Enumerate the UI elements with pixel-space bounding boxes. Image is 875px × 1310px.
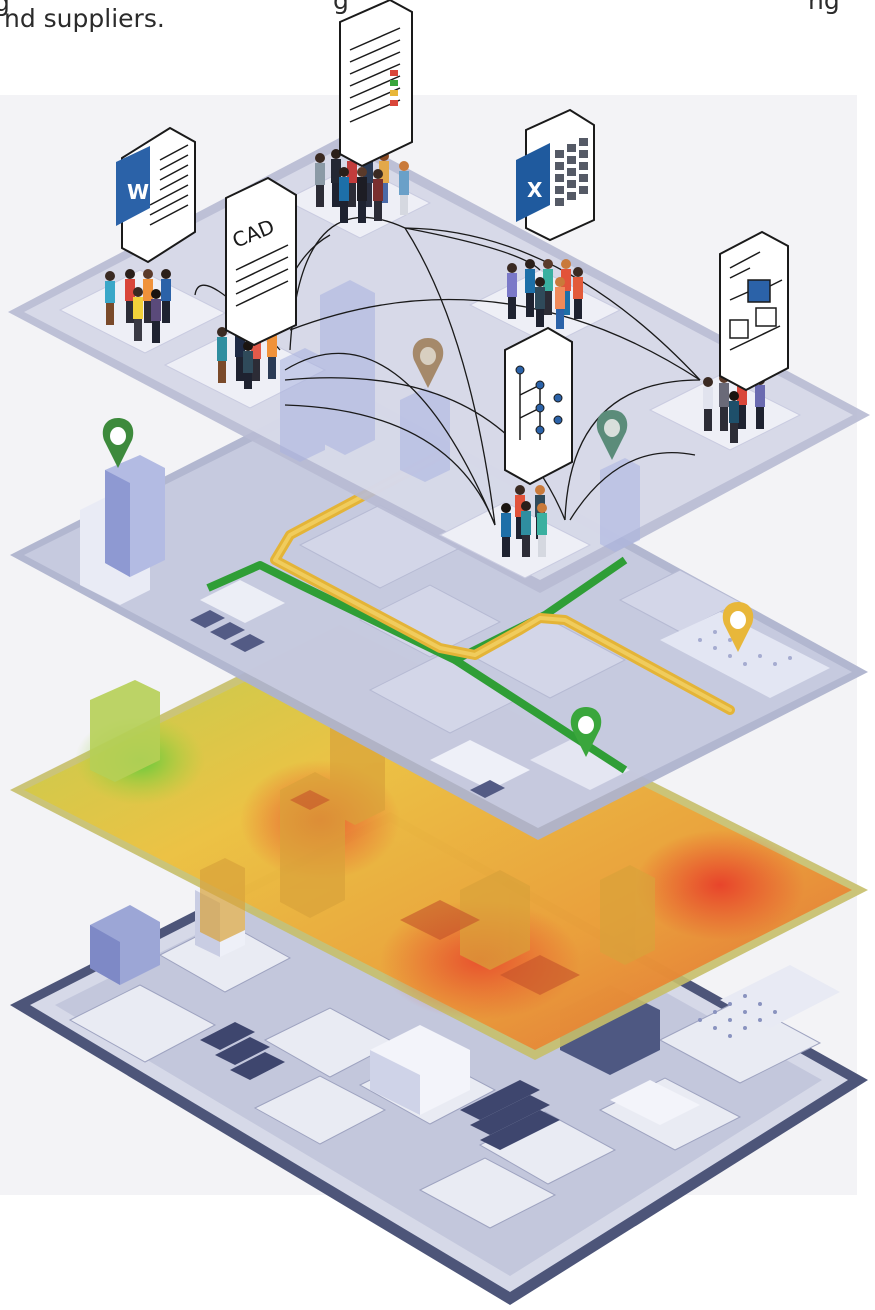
pin-green-bottom (570, 707, 602, 757)
cad-document-icon (225, 176, 297, 347)
pin-yellow (722, 602, 754, 652)
caption-fragment-mid: g (333, 0, 349, 15)
map-layer (10, 385, 868, 840)
people-group-bottom (501, 485, 547, 557)
caption: g nd suppliers. (0, 0, 165, 102)
pin-teal (596, 410, 628, 460)
people-groups (105, 149, 765, 557)
people-group-left (105, 269, 171, 343)
pin-green-left (102, 418, 134, 468)
word-document-icon (116, 126, 196, 264)
caption-fragment-right: ng (808, 0, 840, 15)
people-group-top (315, 149, 409, 223)
map-pins (102, 338, 754, 757)
clipboard-document-icon (339, 0, 413, 168)
flowchart-document-icon (504, 326, 573, 486)
caption-line-1: g (0, 0, 10, 17)
people-group-right-top (507, 259, 583, 329)
green-route (206, 556, 628, 664)
excel-letter: X (527, 178, 543, 202)
excel-document-icon (516, 108, 595, 242)
documents: W CAD (116, 0, 789, 486)
heatmap-layer (10, 625, 868, 1060)
pin-tan (412, 338, 444, 388)
connection-lines (194, 216, 701, 526)
word-letter: W (127, 180, 149, 204)
caption-line-2: nd suppliers. (4, 4, 165, 33)
schematic-document-icon (719, 230, 789, 392)
